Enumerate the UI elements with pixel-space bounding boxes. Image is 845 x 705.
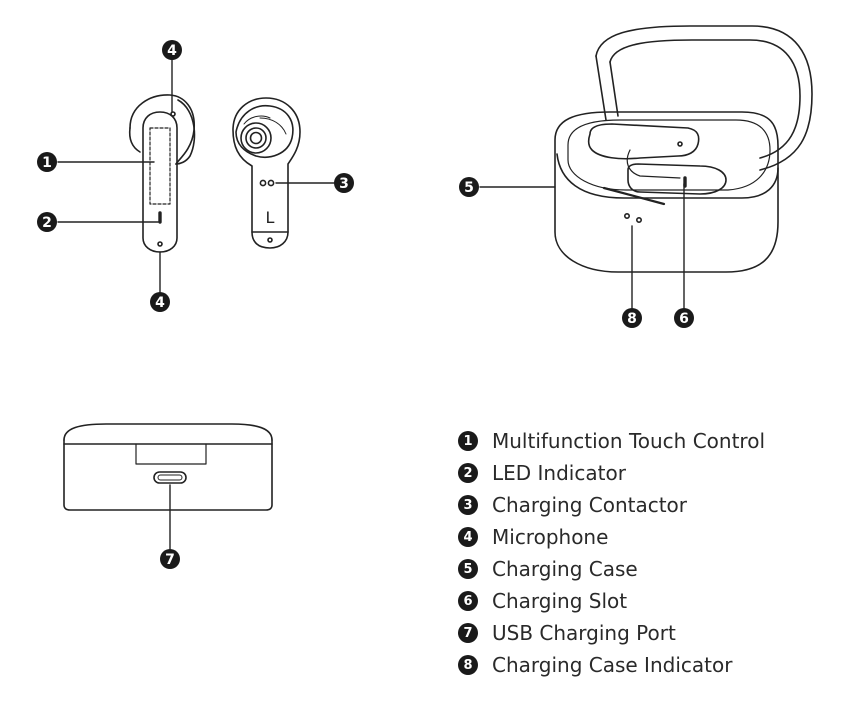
legend-label: Microphone [492, 525, 609, 549]
callout-1-touch-control: 1 [37, 152, 57, 172]
legend-number-badge: 8 [458, 655, 478, 675]
legend-number-badge: 7 [458, 623, 478, 643]
legend-number-badge: 5 [458, 559, 478, 579]
legend-number-badge: 2 [458, 463, 478, 483]
legend-item: 7 USB Charging Port [458, 617, 765, 649]
legend-number-badge: 1 [458, 431, 478, 451]
earbud-front-view [128, 94, 196, 253]
legend-label: LED Indicator [492, 461, 626, 485]
legend-item: 8 Charging Case Indicator [458, 649, 765, 681]
legend-number-badge: 4 [458, 527, 478, 547]
legend-item: 6 Charging Slot [458, 585, 765, 617]
legend-item: 2 LED Indicator [458, 457, 765, 489]
earbud-back-view [232, 97, 301, 249]
svg-text:5: 5 [464, 180, 474, 196]
svg-text:3: 3 [339, 176, 349, 192]
legend-number-badge: 3 [458, 495, 478, 515]
legend-number-badge: 6 [458, 591, 478, 611]
svg-text:6: 6 [679, 311, 689, 327]
callout-7-usb-port: 7 [160, 549, 180, 569]
svg-text:8: 8 [627, 311, 637, 327]
legend-label: Multifunction Touch Control [492, 429, 765, 453]
callout-6-charging-slot: 6 [674, 308, 694, 328]
parts-legend: 1 Multifunction Touch Control 2 LED Indi… [458, 425, 765, 681]
svg-text:4: 4 [155, 295, 165, 311]
callout-2-led-indicator: 2 [37, 212, 57, 232]
legend-item: 5 Charging Case [458, 553, 765, 585]
callout-5-charging-case: 5 [459, 177, 479, 197]
legend-label: Charging Case Indicator [492, 653, 733, 677]
callout-3-charging-contactor: 3 [334, 173, 354, 193]
svg-text:4: 4 [167, 43, 177, 59]
charging-case-front-view [63, 423, 273, 511]
svg-text:2: 2 [42, 215, 52, 231]
legend-label: USB Charging Port [492, 621, 676, 645]
callout-4-microphone-bottom: 4 [150, 292, 170, 312]
svg-text:1: 1 [42, 155, 52, 171]
charging-case-open [554, 25, 813, 273]
svg-text:7: 7 [165, 552, 175, 568]
legend-label: Charging Contactor [492, 493, 688, 517]
callout-4-microphone-top: 4 [162, 40, 182, 60]
earbud-side-letter: L [266, 208, 275, 227]
leader-lines [57, 59, 685, 550]
legend-item: 1 Multifunction Touch Control [458, 425, 765, 457]
legend-label: Charging Slot [492, 589, 628, 613]
legend-label: Charging Case [492, 557, 638, 581]
callout-8-case-indicator: 8 [622, 308, 642, 328]
legend-item: 3 Charging Contactor [458, 489, 765, 521]
legend-item: 4 Microphone [458, 521, 765, 553]
